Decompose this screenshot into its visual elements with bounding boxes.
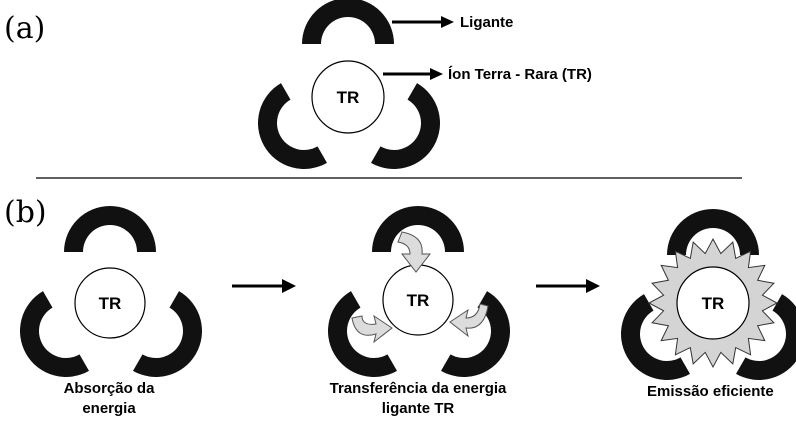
energy-transfer-arrow-icon (351, 314, 393, 344)
step-caption-line2: ligante TR (382, 400, 455, 417)
process-arrow-2 (536, 279, 600, 293)
ion-callout-text: Íon Terra - Rara (TR) (448, 66, 592, 83)
step-caption-line1: Emissão eficiente (647, 383, 774, 400)
energy-transfer-arrow-icon (397, 231, 432, 273)
rare-earth-ion (676, 266, 750, 340)
ligand-top (302, 0, 394, 44)
ion-label: TR (407, 291, 430, 310)
panel-b: (b) TR Absorção da energia TR (3, 195, 796, 417)
arrow-head-icon (430, 68, 443, 80)
ion-callout: Íon Terra - Rara (TR) (383, 66, 592, 83)
arrow-right-icon (282, 279, 296, 293)
ligand-right (133, 291, 219, 394)
step-caption-line1: Absorção da (64, 380, 156, 397)
ligand-top (64, 206, 156, 252)
step-emission: TR Emissão eficiente (604, 209, 796, 400)
ion-label: TR (702, 294, 725, 313)
ion-label: TR (99, 294, 122, 313)
panel-a: (a) TR Ligante Íon Terra - Rara (TR) (4, 0, 592, 186)
rare-earth-ion (311, 60, 385, 134)
step-transfer: TR Transferência da energia ligante TR (311, 206, 527, 417)
process-arrow-1 (232, 279, 296, 293)
arrow-right-icon (586, 279, 600, 293)
ion-label: TR (337, 88, 360, 107)
panel-a-label: (a) (4, 11, 45, 46)
complex-a: TR (241, 0, 457, 186)
rare-earth-ion (74, 267, 146, 339)
step-absorption: TR Absorção da energia (3, 206, 219, 417)
step-caption-line2: energia (82, 400, 136, 417)
energy-transfer-arrow-icon (449, 303, 489, 338)
step-caption-line1: Transferência da energia (330, 380, 507, 397)
arrow-head-icon (441, 16, 454, 28)
panel-b-label: (b) (4, 195, 47, 230)
ligand-callout: Ligante (392, 14, 513, 31)
ligand-callout-text: Ligante (460, 14, 513, 31)
